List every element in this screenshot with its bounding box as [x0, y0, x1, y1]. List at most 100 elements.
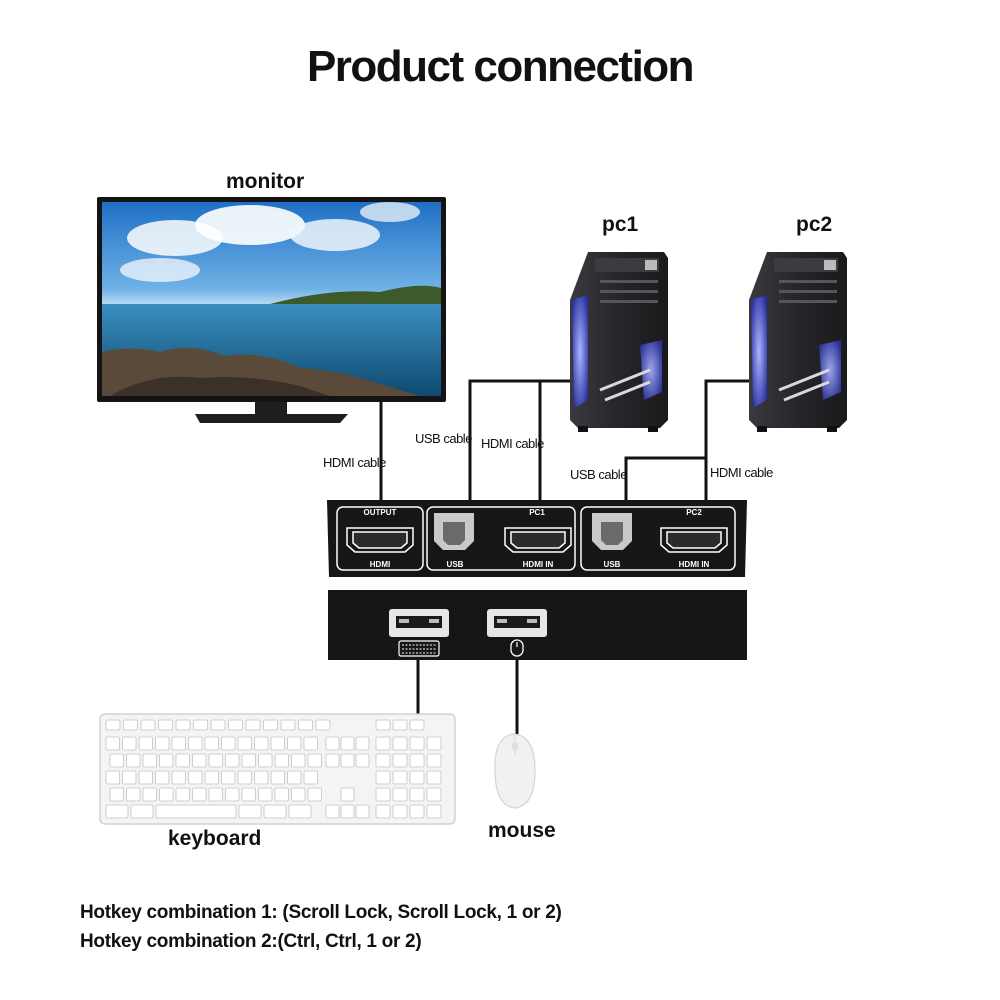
keyboard-key: [109, 753, 124, 768]
keyboard-key: [193, 719, 208, 731]
keyboard-key: [130, 804, 154, 819]
keyboard-key: [175, 719, 191, 731]
keyboard-key: [409, 787, 425, 802]
keyboard-key: [375, 753, 391, 768]
pc2-tower-graphic: [749, 252, 847, 432]
port-label-output: OUTPUT: [364, 508, 397, 517]
port-label-pc2-usb: USB: [604, 560, 621, 569]
keyboard-key: [340, 804, 355, 819]
label-pc1-usb-cable: USB cable: [415, 431, 472, 446]
usb-a-port-icon: [389, 609, 547, 637]
port-label-pc2-hdmi-in: HDMI IN: [679, 560, 710, 569]
keyboard-key: [142, 787, 157, 802]
keyboard-key: [126, 753, 141, 768]
port-label-pc1-hdmi-in: HDMI IN: [523, 560, 554, 569]
keyboard-key: [307, 787, 322, 802]
keyboard-key: [138, 736, 153, 751]
keyboard-key: [426, 736, 442, 751]
keyboard-key: [155, 736, 170, 751]
keyboard-key: [291, 787, 306, 802]
keyboard-key: [325, 753, 340, 768]
keyboard-key: [392, 787, 408, 802]
keyboard-key: [188, 770, 203, 785]
keyboard-key: [142, 753, 157, 768]
keyboard-key: [105, 719, 121, 731]
keyboard-key: [192, 753, 207, 768]
keyboard-key: [263, 804, 287, 819]
keyboard-key: [254, 770, 269, 785]
pc2-usb-cable-line: [624, 456, 706, 503]
keyboard-key: [291, 753, 306, 768]
keyboard-key: [228, 719, 243, 731]
label-keyboard: keyboard: [168, 827, 262, 850]
keyboard-key: [426, 804, 442, 819]
keyboard-graphic: [99, 713, 456, 825]
keyboard-key: [105, 804, 129, 819]
keyboard-key: [270, 736, 285, 751]
keyboard-key: [355, 804, 370, 819]
keyboard-key: [221, 736, 236, 751]
keyboard-key: [158, 719, 173, 731]
keyboard-key: [392, 804, 408, 819]
keyboard-key: [315, 719, 331, 731]
keyboard-key: [237, 736, 252, 751]
keyboard-key: [280, 719, 296, 731]
pc2-hdmi-cable-line: [704, 379, 752, 503]
keyboard-key: [237, 770, 252, 785]
keyboard-key: [375, 736, 391, 751]
keyboard-key: [140, 719, 156, 731]
keyboard-key: [192, 787, 207, 802]
keyboard-key: [126, 787, 141, 802]
port-label-pc1-usb: USB: [447, 560, 464, 569]
keyboard-key: [274, 753, 289, 768]
keyboard-key: [225, 787, 240, 802]
keyboard-key: [340, 736, 355, 751]
keyboard-key: [171, 736, 186, 751]
keyboard-key: [208, 753, 223, 768]
keyboard-key: [241, 753, 256, 768]
pc1-tower-graphic: [570, 252, 668, 432]
keyboard-key: [204, 770, 219, 785]
label-pc2-usb-cable: USB cable: [570, 467, 627, 482]
keyboard-key: [303, 770, 318, 785]
keyboard-key: [355, 736, 370, 751]
keyboard-key: [254, 736, 269, 751]
keyboard-key: [409, 736, 425, 751]
keyboard-key: [375, 804, 391, 819]
keyboard-key: [375, 787, 391, 802]
kvm-switch-front-panel: [328, 590, 747, 660]
port-label-pc2: PC2: [686, 508, 702, 517]
label-pc1-hdmi-cable: HDMI cable: [481, 436, 544, 451]
keyboard-key: [225, 753, 240, 768]
keyboard-key: [159, 753, 174, 768]
keyboard-key: [122, 736, 137, 751]
keyboard-key: [171, 770, 186, 785]
keyboard-key: [307, 753, 322, 768]
keyboard-key: [159, 787, 174, 802]
port-label-pc1: PC1: [529, 508, 545, 517]
mouse-small-icon: [510, 639, 524, 657]
keyboard-key: [288, 804, 312, 819]
kvm-switch-back-panel: [327, 500, 747, 577]
mouse-graphic: [494, 733, 536, 809]
keyboard-key: [204, 736, 219, 751]
hotkey-combination-2: Hotkey combination 2:(Ctrl, Ctrl, 1 or 2…: [80, 931, 422, 952]
keyboard-key: [287, 770, 302, 785]
keyboard-key: [392, 736, 408, 751]
keyboard-small-icon: [398, 640, 440, 657]
keyboard-key: [340, 787, 355, 802]
keyboard-key: [340, 753, 355, 768]
keyboard-key: [426, 770, 442, 785]
page-title: Product connection: [306, 42, 695, 91]
keyboard-key: [409, 719, 425, 731]
keyboard-key: [298, 719, 313, 731]
hdmi-port-icon: [346, 527, 728, 553]
label-pc2-hdmi-cable: HDMI cable: [710, 465, 773, 480]
keyboard-key: [409, 753, 425, 768]
keyboard-key: [175, 787, 190, 802]
keyboard-key: [123, 719, 138, 731]
monitor-graphic: [97, 197, 446, 423]
keyboard-key: [122, 770, 137, 785]
port-label-output-hdmi: HDMI: [370, 560, 390, 569]
